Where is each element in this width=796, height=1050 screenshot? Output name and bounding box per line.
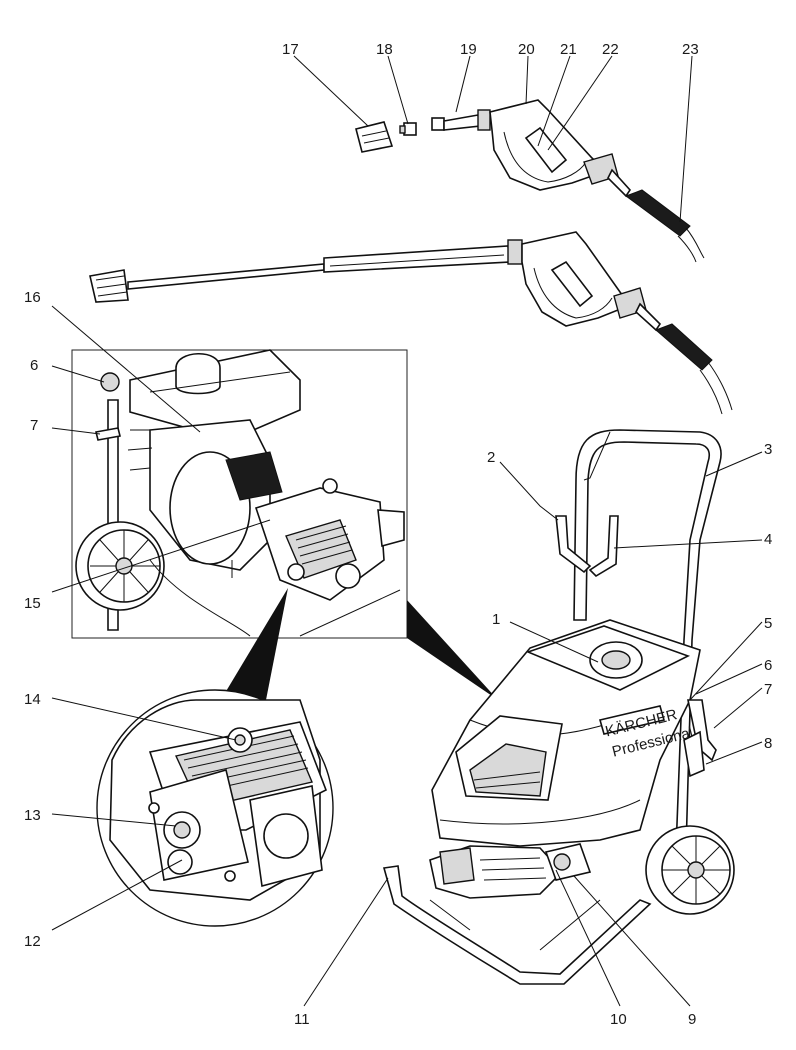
callout-19: 19 [460,41,477,58]
callout-6-inset: 6 [30,357,38,374]
callout-3: 3 [764,441,772,458]
callout-18: 18 [376,41,393,58]
lance-and-gun [89,231,733,415]
callout-13: 13 [24,807,41,824]
callout-7: 7 [764,681,772,698]
leader-lines [51,55,763,1007]
callout-7-inset: 7 [30,417,38,434]
inset-pointer-wedge [407,600,498,700]
callout-5: 5 [764,615,772,632]
nozzle-adapter-18 [399,122,417,136]
callout-4: 4 [764,531,772,548]
callout-15: 15 [24,595,41,612]
callout-labels: 1 2 3 4 5 6 7 8 9 10 11 12 13 14 15 16 6… [24,41,772,1028]
callout-11: 11 [294,1011,310,1028]
callout-6: 6 [764,657,772,674]
inset-motor-pump [75,349,405,637]
callout-17: 17 [282,41,299,58]
main-machine: KÄRCHER Professional [382,429,735,985]
callout-10: 10 [610,1011,627,1028]
callout-22: 22 [602,41,619,58]
pump-zoom-detail [96,689,334,927]
spray-nozzle-17 [355,121,394,153]
callout-2: 2 [487,449,495,466]
callout-12: 12 [24,933,41,950]
callout-1: 1 [492,611,500,628]
callout-21: 21 [560,41,577,58]
high-pressure-gun-top [431,99,705,263]
detail-inset-frame [71,349,408,639]
callout-14: 14 [24,691,41,708]
zoom-pointer-wedge [222,588,288,700]
callout-23: 23 [682,41,699,58]
callout-20: 20 [518,41,535,58]
callout-9: 9 [688,1011,696,1028]
callout-8: 8 [764,735,772,752]
callout-16: 16 [24,289,41,306]
